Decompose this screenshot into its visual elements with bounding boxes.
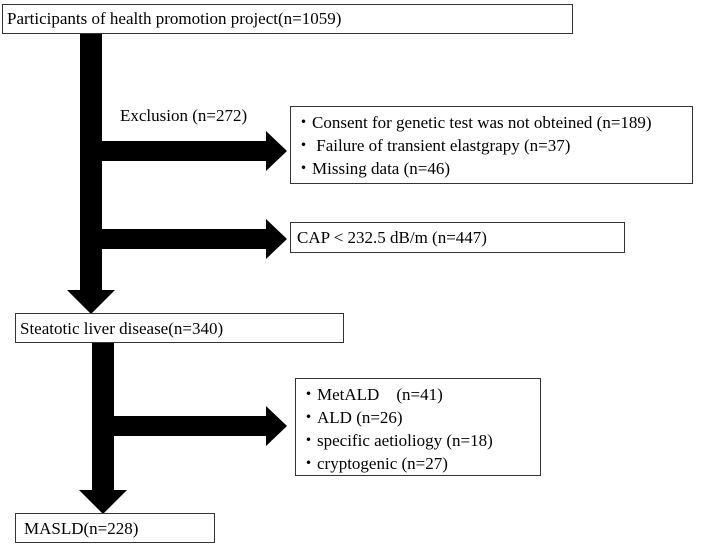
masld-box: MASLD(n=228)	[15, 513, 215, 543]
subtype-item: ・cryptogenic (n=27)	[300, 454, 448, 473]
participants-text: Participants of health promotion project…	[7, 9, 342, 28]
subtype-item: ・ALD (n=26)	[300, 408, 403, 427]
arrow-to-subtypes	[114, 406, 287, 446]
exclusion-list-box: ・Consent for genetic test was not obtein…	[290, 106, 693, 184]
exclusion-item: ・Missing data (n=46)	[295, 159, 451, 178]
cap-box: CAP < 232.5 dB/m (n=447)	[290, 222, 625, 253]
exclusion-item: ・Consent for genetic test was not obtein…	[295, 113, 652, 132]
exclusion-label: Exclusion (n=272)	[120, 106, 248, 125]
arrow-participants-to-steatotic	[67, 34, 115, 314]
subtypes-box: ・MetALD (n=41) ・ALD (n=26) ・specific aet…	[295, 378, 541, 476]
exclusion-item: ・ Failure of transient elastgrapy (n=37)	[295, 136, 571, 155]
arrow-steatotic-to-masld	[79, 342, 127, 514]
cap-text: CAP < 232.5 dB/m (n=447)	[297, 228, 487, 247]
arrow-to-exclusion	[102, 131, 287, 171]
participants-box: Participants of health promotion project…	[2, 4, 573, 34]
arrow-to-cap	[102, 219, 287, 259]
masld-text: MASLD(n=228)	[24, 519, 139, 538]
steatotic-text: Steatotic liver disease(n=340)	[20, 319, 224, 338]
subtype-item: ・specific aetioliogy (n=18)	[300, 431, 493, 450]
subtype-item: ・MetALD (n=41)	[300, 385, 443, 404]
steatotic-box: Steatotic liver disease(n=340)	[15, 313, 344, 343]
